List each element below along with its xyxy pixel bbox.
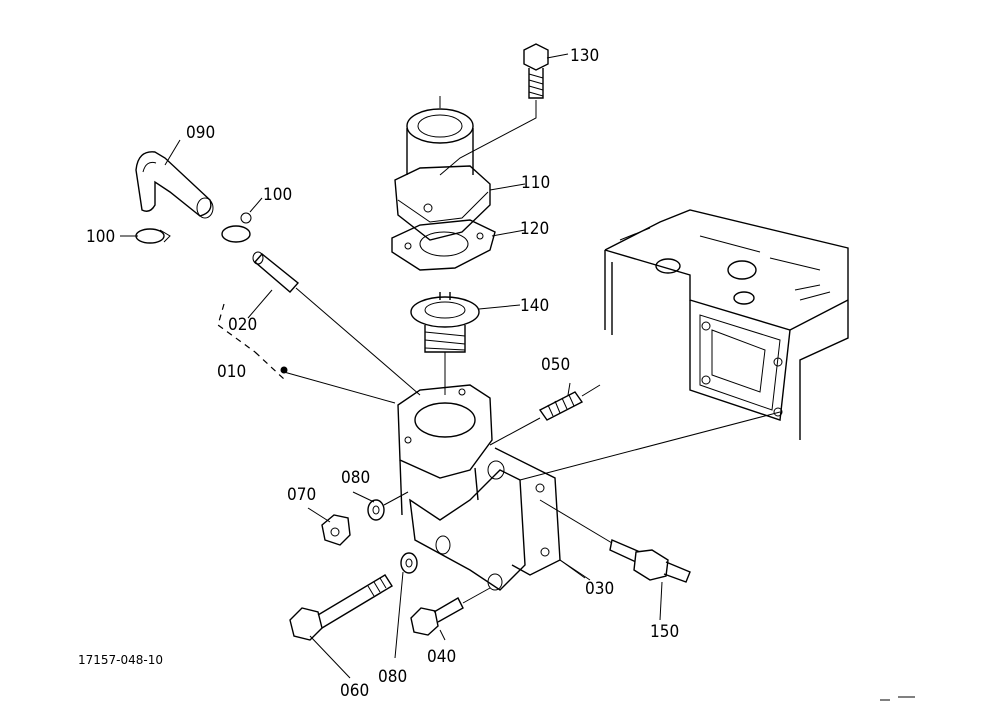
stud-bolt-050 — [489, 384, 781, 481]
bolt-040 — [410, 587, 491, 636]
label-part-140: 140 — [520, 296, 549, 316]
label-part-040: 040 — [427, 647, 456, 667]
washer-080-upper — [367, 491, 409, 521]
washer-080-lower — [400, 552, 418, 574]
label-part-030: 030 — [585, 579, 614, 599]
hose-clamp-100-left — [135, 228, 171, 244]
label-part-080-lower: 080 — [378, 667, 407, 687]
label-part-070: 070 — [287, 485, 316, 505]
temperature-sensor-150 — [539, 499, 691, 583]
label-part-090: 090 — [186, 123, 215, 143]
bolt-130 — [439, 43, 549, 176]
label-part-100-right: 100 — [263, 185, 292, 205]
gasket-030 — [494, 447, 586, 579]
label-part-150: 150 — [650, 622, 679, 642]
label-part-110: 110 — [521, 173, 550, 193]
label-part-010: 010 — [217, 362, 246, 382]
label-part-120: 120 — [520, 219, 549, 239]
part-number-labels: 130 090 100 100 110 120 020 140 010 050 … — [86, 46, 679, 701]
thermostat-140 — [410, 292, 480, 395]
bypass-hose-090 — [135, 151, 214, 219]
nut-070 — [321, 514, 351, 546]
thermostat-cover-110 — [394, 96, 491, 241]
thermostat-housing-010 — [397, 384, 526, 591]
reference-code: 17157-048-10 — [78, 653, 163, 667]
leader-lines — [120, 53, 663, 679]
water-pipe-020 — [252, 251, 421, 396]
label-part-080-upper: 080 — [341, 468, 370, 488]
gasket-120 — [391, 219, 496, 271]
corner-mark — [880, 696, 915, 701]
hose-clamp-100-right — [221, 212, 252, 243]
cylinder-head-block — [604, 209, 849, 440]
label-part-130: 130 — [570, 46, 599, 66]
label-part-050: 050 — [541, 355, 570, 375]
label-part-020: 020 — [228, 315, 257, 335]
bolt-060 — [289, 574, 393, 641]
label-part-060: 060 — [340, 681, 369, 701]
label-part-100-left: 100 — [86, 227, 115, 247]
